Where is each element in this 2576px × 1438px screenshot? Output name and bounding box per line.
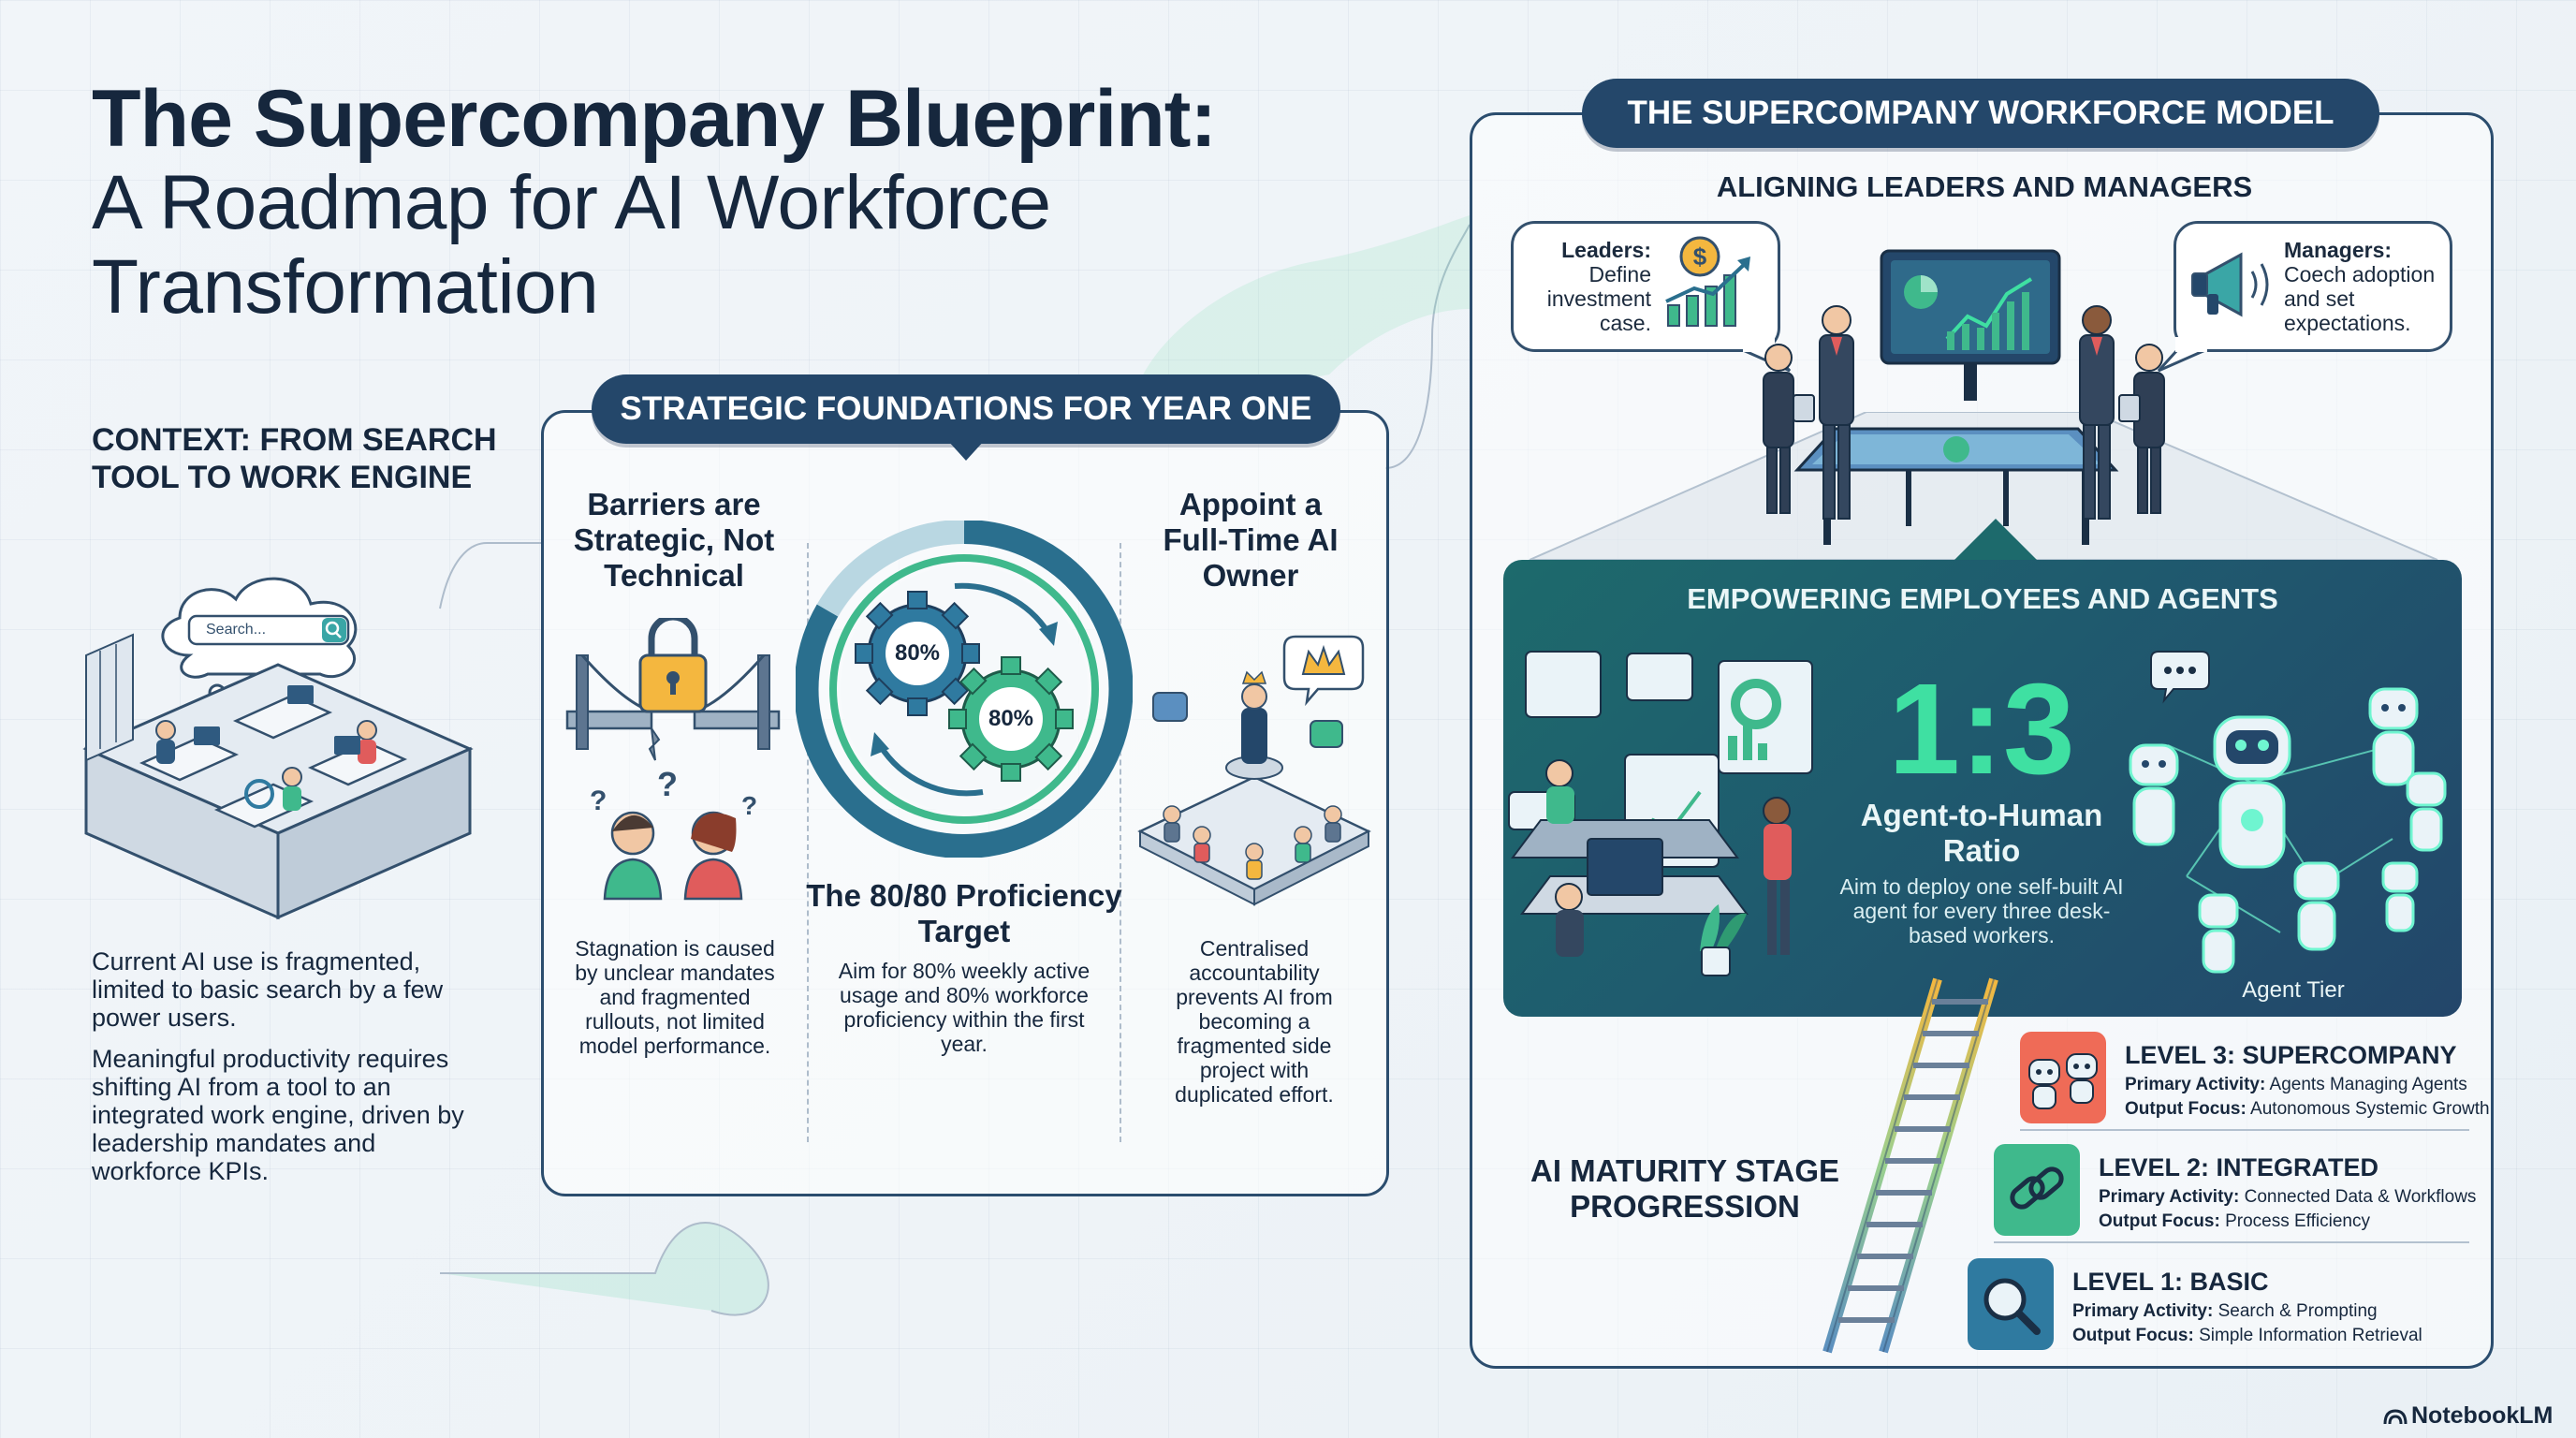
level-1-output: Output Focus: Simple Information Retriev…	[2072, 1326, 2422, 1346]
proficiency-text: Aim for 80% weekly active usage and 80% …	[838, 959, 1090, 1056]
level-3-activity-value: Agents Managing Agents	[2269, 1075, 2467, 1094]
level-3-output-value: Autonomous Systemic Growth	[2250, 1099, 2490, 1119]
leaders-label: Leaders: Define investment case.	[1526, 238, 1651, 335]
page-subtitle: A Roadmap for AI Workforce Transformatio…	[92, 160, 1051, 330]
ai-owner-illustration	[1134, 618, 1374, 917]
level-1-output-label: Output Focus:	[2072, 1326, 2194, 1345]
svg-text:?: ?	[590, 785, 607, 816]
empowering-heading: EMPOWERING EMPLOYEES AND AGENTS	[1687, 582, 2278, 615]
aligning-heading: ALIGNING LEADERS AND MANAGERS	[1716, 170, 2253, 203]
empower-panel-pointer	[1953, 519, 2039, 562]
strategic-header-pointer	[947, 440, 985, 461]
level-3-activity-label: Primary Activity:	[2125, 1075, 2266, 1094]
level-3-activity: Primary Activity: Agents Managing Agents	[2125, 1075, 2467, 1095]
search-placeholder: Search...	[206, 622, 267, 638]
leaders-role: Leaders:	[1561, 238, 1651, 262]
level-2-activity: Primary Activity: Connected Data & Workf…	[2099, 1187, 2476, 1208]
ai-owner-heading: Appoint a Full-Time AI Owner	[1163, 487, 1339, 593]
context-paragraph-2: Meaningful productivity requires shiftin…	[92, 1045, 464, 1185]
gear-label-usage: 80%	[894, 640, 941, 666]
level-2-activity-label: Primary Activity:	[2099, 1187, 2240, 1207]
level-divider	[2020, 1129, 2469, 1131]
ratio-value: 1:3	[1888, 657, 2075, 801]
level-divider	[1994, 1241, 2469, 1243]
gear-label-proficiency: 80%	[988, 706, 1034, 731]
level-1-activity-value: Search & Prompting	[2217, 1301, 2378, 1321]
notebooklm-logo[interactable]: NotebookLM	[2383, 1402, 2553, 1430]
managers-bubble-tail	[2157, 337, 2207, 373]
level-2-activity-value: Connected Data & Workflows	[2244, 1187, 2477, 1207]
notebooklm-icon	[2383, 1409, 2408, 1425]
proficiency-heading: The 80/80 Proficiency Target	[806, 878, 1122, 948]
level-2-output-value: Process Efficiency	[2225, 1211, 2370, 1231]
robots-icon	[2020, 1032, 2106, 1123]
ratio-text: Aim to deploy one self-built AI agent fo…	[1839, 874, 2124, 947]
level-2-title: LEVEL 2: INTEGRATED	[2099, 1153, 2379, 1181]
managers-role: Managers:	[2284, 238, 2393, 262]
level-3-title: LEVEL 3: SUPERCOMPANY	[2125, 1041, 2457, 1069]
strategic-header: STRATEGIC FOUNDATIONS FOR YEAR ONE	[592, 374, 1340, 444]
notebooklm-logo-text: NotebookLM	[2411, 1402, 2554, 1429]
megaphone-icon	[2185, 238, 2278, 331]
ai-agents-illustration	[2112, 633, 2464, 1007]
agent-tier-label: Agent Tier	[2242, 977, 2345, 1003]
maturity-heading: AI MATURITY STAGE PROGRESSION	[1530, 1153, 1839, 1224]
leaders-text: Define investment case.	[1546, 262, 1651, 335]
level-3-output-label: Output Focus:	[2125, 1099, 2247, 1119]
level-2-output: Output Focus: Process Efficiency	[2099, 1211, 2370, 1232]
svg-text:$: $	[1693, 242, 1707, 271]
ratio-label: Agent-to-Human Ratio	[1860, 798, 2103, 868]
context-heading: CONTEXT: FROM SEARCH TOOL TO WORK ENGINE	[92, 422, 497, 495]
context-paragraph-1: Current AI use is fragmented, limited to…	[92, 947, 444, 1032]
level-1-title: LEVEL 1: BASIC	[2072, 1268, 2269, 1296]
barriers-text: Stagnation is caused by unclear mandates…	[575, 936, 775, 1058]
level-1-activity-label: Primary Activity:	[2072, 1301, 2214, 1321]
ladder-illustration	[1807, 974, 2041, 1357]
managers-label: Managers: Coech adoption and set expecta…	[2284, 238, 2452, 335]
svg-text:?: ?	[741, 791, 757, 820]
managers-text: Coech adoption and set expectations.	[2284, 262, 2436, 335]
level-3-output: Output Focus: Autonomous Systemic Growth	[2125, 1099, 2490, 1120]
chain-link-icon	[1994, 1144, 2080, 1236]
level-1-activity: Primary Activity: Search & Prompting	[2072, 1301, 2378, 1322]
leaders-meeting-illustration	[1722, 236, 2190, 554]
barriers-heading: Barriers are Strategic, Not Technical	[573, 487, 775, 593]
svg-text:?: ?	[657, 765, 678, 803]
ai-owner-text: Centralised accountability prevents AI f…	[1175, 936, 1334, 1107]
office-search-illustration: Search...	[77, 552, 479, 927]
column-divider	[1120, 543, 1121, 1142]
level-2-output-label: Output Focus:	[2099, 1211, 2220, 1231]
magnifier-icon	[1968, 1258, 2054, 1350]
dollar-growth-icon: $	[1657, 230, 1769, 333]
page-title: The Supercompany Blueprint:	[92, 74, 1217, 164]
level-1-output-value: Simple Information Retrieval	[2199, 1326, 2422, 1345]
employees-screens-illustration	[1494, 633, 1831, 1007]
column-divider	[807, 543, 809, 1142]
broken-bridge-lock-illustration: ? ? ?	[558, 613, 788, 917]
workforce-header: THE SUPERCOMPANY WORKFORCE MODEL	[1582, 79, 2379, 148]
proficiency-gears-illustration: 80% 80%	[794, 519, 1134, 858]
